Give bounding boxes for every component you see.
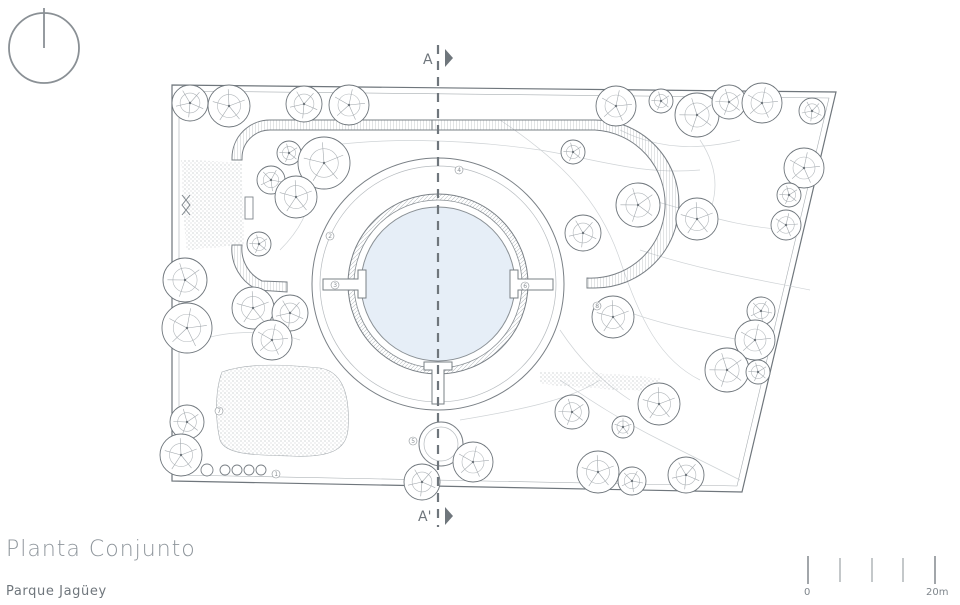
tree-icon — [667, 456, 705, 494]
tree-icon — [595, 85, 637, 127]
section-label-top: A — [423, 52, 433, 68]
scale-label-end: 20m — [926, 587, 949, 598]
tree-icon — [285, 85, 323, 123]
section-arrow-icon — [445, 49, 453, 67]
trees — [159, 82, 826, 501]
drawing-title: Planta Conjunto — [6, 537, 196, 562]
perimeter-deck — [231, 119, 680, 293]
tree-icon — [675, 197, 719, 241]
svg-text:8: 8 — [595, 303, 599, 310]
callout-2: 2 — [325, 231, 335, 241]
tree-icon — [611, 415, 635, 439]
south-pavilion — [418, 421, 464, 467]
tree-icon — [297, 136, 351, 190]
tree-icon — [328, 84, 370, 126]
tree-icon — [615, 182, 661, 228]
tree-icon — [171, 84, 209, 122]
svg-text:4: 4 — [457, 167, 461, 174]
tree-icon — [169, 404, 205, 440]
svg-text:7: 7 — [217, 408, 221, 415]
tree-icon — [276, 140, 302, 166]
svg-text:6: 6 — [523, 283, 527, 290]
tree-icon — [591, 295, 635, 339]
planting-strip — [540, 371, 660, 392]
tree-icon — [783, 147, 825, 189]
tree-icon — [576, 450, 620, 494]
tree-icon — [674, 92, 720, 138]
callout-7: 7 — [214, 406, 224, 416]
callout-6: 6 — [520, 281, 530, 291]
tree-icon — [648, 88, 674, 114]
callout-8: 8 — [592, 301, 602, 311]
tree-icon — [159, 433, 203, 477]
scale-label-start: 0 — [804, 587, 811, 598]
tree-icon — [246, 231, 272, 257]
central-plaza — [311, 157, 565, 411]
north-arrow-icon — [8, 8, 80, 84]
tree-icon — [231, 286, 275, 330]
callout-3: 3 — [330, 280, 340, 290]
garden-patch — [216, 364, 349, 457]
tree-icon — [207, 84, 251, 128]
tree-icon — [746, 296, 776, 326]
svg-text:1: 1 — [274, 471, 278, 478]
tree-icon — [776, 182, 802, 208]
svg-text:2: 2 — [328, 233, 332, 240]
section-label-bottom: A' — [418, 509, 431, 525]
tree-icon — [745, 359, 771, 385]
callout-5: 5 — [408, 436, 418, 446]
tree-icon — [403, 463, 441, 501]
tree-icon — [274, 175, 318, 219]
callout-4: 4 — [454, 165, 464, 175]
tree-icon — [452, 441, 494, 483]
svg-text:5: 5 — [411, 438, 415, 445]
section-arrow-icon — [445, 507, 453, 525]
svg-text:3: 3 — [333, 282, 337, 289]
callouts: 1 2 3 4 5 6 7 8 — [214, 165, 602, 479]
tree-icon — [554, 394, 590, 430]
tree-icon — [770, 209, 802, 241]
scale-bar — [807, 556, 936, 584]
tree-icon — [617, 466, 647, 496]
section-line: A A' — [418, 45, 453, 527]
drawing-subtitle: Parque Jagüey — [6, 584, 107, 599]
tree-icon — [734, 319, 776, 361]
tree-icon — [741, 82, 783, 124]
planter-row — [200, 463, 267, 477]
tree-icon — [564, 214, 602, 252]
tree-icon — [251, 319, 293, 361]
callout-1: 1 — [271, 469, 281, 479]
tree-icon — [560, 139, 586, 165]
tree-icon — [704, 347, 750, 393]
tree-icon — [161, 302, 213, 354]
entry-pavement — [181, 160, 254, 250]
tree-icon — [798, 97, 826, 125]
tree-icon — [162, 257, 208, 303]
tree-icon — [637, 382, 681, 426]
tree-icon — [711, 84, 747, 120]
